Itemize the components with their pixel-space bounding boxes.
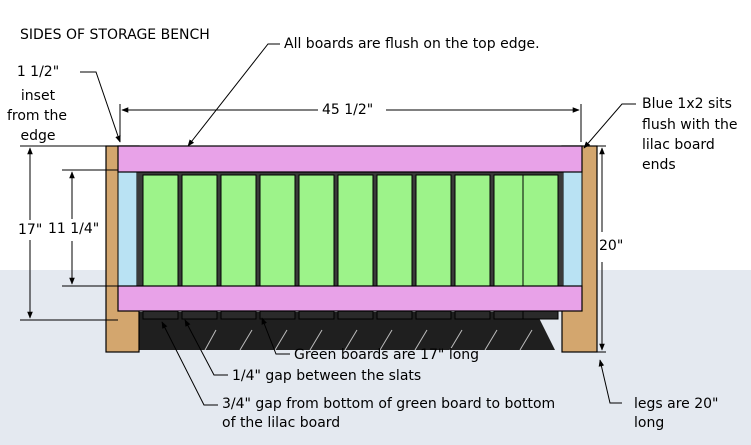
legs-note-line-1: legs are 20" [634, 396, 719, 412]
leg-height-label: 20" [599, 238, 624, 254]
blue-board-note-line-1: Blue 1x2 sits [642, 96, 732, 112]
width-dimension [119, 104, 582, 142]
right-blue-board [562, 169, 583, 287]
floor-shadow [138, 312, 555, 351]
bottom-lilac-board [117, 285, 583, 312]
bottom-gap-note-line-1: 3/4" gap from bottom of green board to b… [222, 396, 556, 412]
left-blue-board [117, 169, 138, 287]
overall-height-label: 17" [18, 222, 43, 238]
inset-note-line-1: 1 1/2" [16, 64, 60, 80]
inner-height-dimension [62, 169, 118, 287]
diagram-title: SIDES OF STORAGE BENCH [20, 27, 210, 43]
slat-bottom-ends [142, 310, 559, 320]
flush-top-note: All boards are flush on the top edge. [284, 36, 540, 52]
leader-lines [80, 43, 636, 406]
inset-note-line-2: inset [20, 88, 56, 104]
green-slats [137, 172, 563, 287]
top-lilac-board [117, 145, 583, 173]
slat-gap-note: 1/4" gap between the slats [232, 368, 422, 384]
overall-height-dimension [20, 145, 118, 321]
blue-board-note-line-4: ends [642, 157, 676, 173]
inset-note-line-4: edge [20, 128, 56, 144]
width-label: 45 1/2" [322, 102, 374, 118]
legs-note-line-2: long [634, 415, 665, 431]
blue-board-note-line-2: flush with the [642, 117, 738, 133]
inset-note-line-3: from the [6, 108, 67, 124]
inner-height-label: 11 1/4" [48, 221, 100, 237]
green-length-note: Green boards are 17" long [294, 347, 480, 363]
leg-height-dimension [597, 145, 606, 353]
blue-board-note-line-3: lilac board [642, 137, 715, 153]
bottom-gap-note-line-2: of the lilac board [222, 415, 341, 431]
